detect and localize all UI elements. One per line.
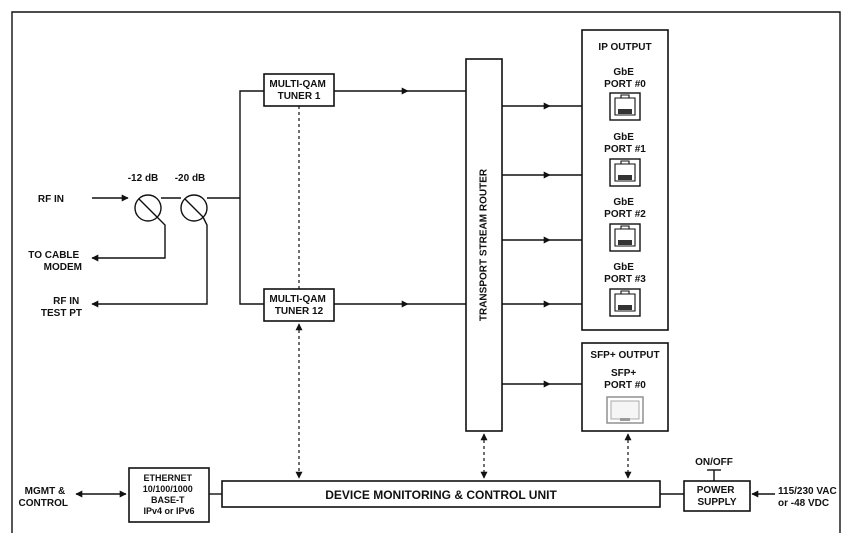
tuner-1: MULTI-QAM TUNER 1 [263, 73, 335, 107]
sfp-port-icon [606, 396, 644, 424]
attenuator-1-label: -12 dB [128, 173, 159, 184]
ethernet-box: ETHERNET 10/100/1000 BASE-T IPv4 or IPv6 [128, 467, 210, 523]
svg-text:MULTI-QAM TUNER 1: MULTI-QAM TUNER 1 [269, 79, 328, 102]
rj45-port-2-icon [609, 223, 641, 252]
svg-text:GbE PORT #0: GbE PORT #0 [604, 67, 646, 90]
transport-stream-router: TRANSPORT STREAM ROUTER [465, 58, 503, 432]
svg-text:POWER SUPPLY: POWER SUPPLY [697, 485, 738, 508]
device-monitoring-unit: DEVICE MONITORING & CONTROL UNIT [221, 480, 661, 508]
rj45-port-0-icon [609, 92, 641, 121]
svg-text:DEVICE MONITORING & CONTROL UN: DEVICE MONITORING & CONTROL UNIT [325, 488, 557, 502]
power-supply-box: POWER SUPPLY [683, 480, 751, 512]
cable-modem-label: TO CABLE MODEM [28, 250, 82, 273]
sfp-port-label: SFP+ PORT #0 [604, 368, 646, 391]
rf-in-label: RF IN [38, 194, 64, 205]
ip-output-title: IP OUTPUT [598, 42, 651, 53]
gbe-port-0: GbE PORT #0 [604, 67, 646, 121]
mgmt-label: MGMT & CONTROL [19, 486, 68, 509]
gbe-port-3: GbE PORT #3 [604, 262, 646, 317]
svg-text:TRANSPORT STREAM ROUTER: TRANSPORT STREAM ROUTER [479, 168, 490, 321]
rj45-port-1-icon [609, 158, 641, 187]
attenuator-2 [180, 194, 208, 222]
rf-test-line [91, 216, 208, 308]
gbe-port-1: GbE PORT #1 [604, 132, 646, 187]
on-off-label: ON/OFF [695, 457, 733, 468]
rj45-port-3-icon [609, 288, 641, 317]
power-switch-icon [707, 469, 721, 481]
svg-text:ETHERNET 10/100/1000: ETHERNET 10/100/1000 BASE-T IPv4 or IPv6 [143, 473, 196, 516]
svg-text:GbE PORT #2: GbE PORT #2 [604, 197, 646, 220]
sfp-output-title: SFP+ OUTPUT [590, 350, 659, 361]
gbe-port-2: GbE PORT #2 [604, 197, 646, 252]
rf-test-label: RF IN TEST PT [41, 296, 82, 319]
svg-text:GbE PORT #1: GbE PORT #1 [604, 132, 646, 155]
attenuator-1 [134, 194, 162, 222]
tuner-feed-line [239, 90, 264, 305]
cable-modem-line [91, 216, 166, 262]
sfp-output-box: SFP+ OUTPUT SFP+ PORT #0 [581, 342, 669, 432]
svg-text:GbE PORT #3: GbE PORT #3 [604, 262, 646, 285]
power-input-label: 115/230 VAC or -48 VDC [778, 486, 840, 509]
svg-text:MULTI-QAM TUNER 12: MULTI-QAM TUNER 12 [269, 294, 328, 317]
attenuator-2-label: -20 dB [175, 173, 206, 184]
tuner-12: MULTI-QAM TUNER 12 [263, 288, 335, 322]
outer-frame [11, 11, 841, 533]
